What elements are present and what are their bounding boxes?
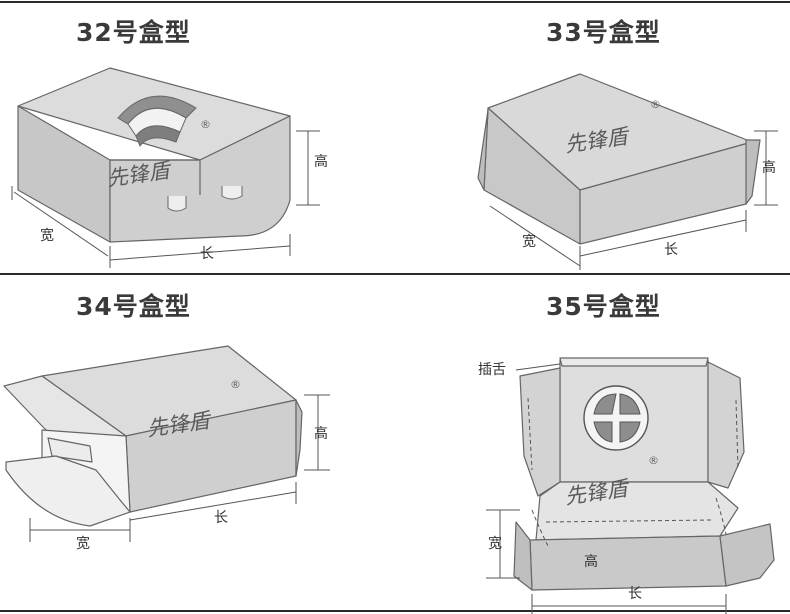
box33-illustration: 高 宽 长 先锋盾 ® [477,73,778,270]
box34-length-label: 长 [214,510,228,526]
box32-illustration: 高 宽 长 先锋盾 ® [11,67,328,268]
box32-title: 32号盒型 [76,18,191,47]
box32-width-label: 宽 [40,227,54,244]
box35-height-label: 高 [584,553,598,570]
box35-length-label: 长 [628,586,642,602]
box32-reg-mark: ® [200,118,211,131]
box34-reg-mark: ® [230,378,241,391]
box33-reg-mark: ® [650,98,661,111]
box34-width-label: 宽 [76,535,90,552]
box33-length-label: 长 [664,242,678,258]
divider-bottom [0,610,790,612]
box35-illustration: 插舌 高 宽 长 先锋盾 ® [478,357,775,614]
divider-middle [0,273,790,275]
box32-length-label: 长 [200,246,214,262]
box33-width-label: 宽 [522,233,536,250]
box33-title: 33号盒型 [546,18,661,47]
box35-tongue-label: 插舌 [478,362,506,378]
box33-height-label: 高 [762,159,776,176]
box34-height-label: 高 [314,425,328,442]
box32-height-label: 高 [314,153,328,170]
box35-width-label: 宽 [488,535,502,552]
divider-top [0,1,790,3]
box34-title: 34号盒型 [76,292,191,321]
box35-title: 35号盒型 [546,292,661,321]
box34-illustration: 高 宽 长 先锋盾 ® [3,345,330,552]
box35-reg-mark: ® [648,454,659,467]
